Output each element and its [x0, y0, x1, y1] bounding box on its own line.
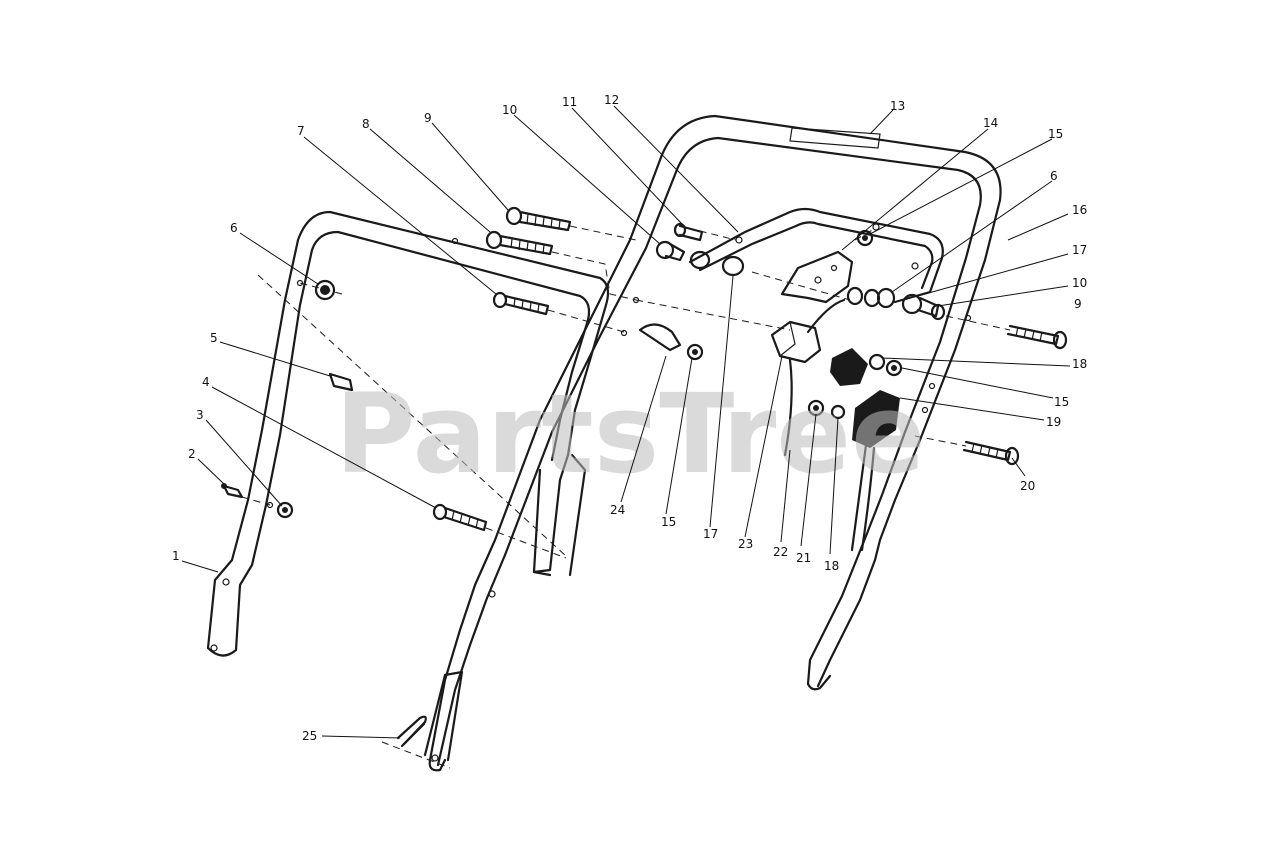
- switch-assembly: [770, 298, 900, 552]
- callout-15-top: 15: [1048, 127, 1063, 141]
- callout-17-right: 17: [1072, 243, 1087, 257]
- callout-4: 4: [202, 375, 210, 389]
- callout-11: 11: [562, 95, 577, 109]
- callout-13: 13: [890, 99, 905, 113]
- callout-21: 21: [796, 551, 811, 565]
- bracket-14: [780, 250, 854, 304]
- callout-2: 2: [188, 447, 196, 461]
- leader-lines: [181, 105, 1071, 739]
- nuts-and-spacers: [221, 229, 946, 748]
- callout-6-left: 6: [230, 221, 238, 235]
- callout-7: 7: [297, 124, 305, 138]
- callout-25: 25: [302, 729, 317, 743]
- callout-12: 12: [604, 93, 619, 107]
- upper-handle: [423, 114, 1002, 772]
- callout-8: 8: [362, 117, 370, 131]
- control-bail: [688, 207, 944, 304]
- callout-9-left: 9: [424, 111, 432, 125]
- callout-15-bottom: 15: [661, 515, 676, 529]
- callout-18-right: 18: [1072, 357, 1087, 371]
- callout-3: 3: [196, 408, 204, 422]
- callout-5: 5: [210, 331, 218, 345]
- callout-1: 1: [172, 549, 180, 563]
- bolts: [432, 206, 1068, 532]
- callout-23: 23: [738, 537, 753, 551]
- callout-10-left: 10: [502, 103, 517, 117]
- lower-handle: [206, 210, 610, 657]
- watermark-text: PartsTree: [335, 370, 926, 498]
- callout-22: 22: [773, 545, 788, 559]
- callout-24: 24: [610, 503, 625, 517]
- callout-labels: 1 2 3 4 5 6 7 8 9 10 11 12 13 14 15 6 16…: [172, 93, 1087, 743]
- callout-20: 20: [1020, 479, 1035, 493]
- callout-19: 19: [1046, 415, 1061, 429]
- callout-10-right: 10: [1072, 276, 1087, 290]
- callout-17-bottom: 17: [703, 527, 718, 541]
- callout-18-bottom: 18: [824, 559, 839, 573]
- callout-6-right: 6: [1050, 169, 1058, 183]
- callout-16: 16: [1072, 203, 1087, 217]
- callout-9-right: 9: [1074, 297, 1082, 311]
- callout-15-right: 15: [1054, 395, 1069, 409]
- assembly-lines: [241, 225, 1011, 769]
- callout-14: 14: [983, 116, 998, 130]
